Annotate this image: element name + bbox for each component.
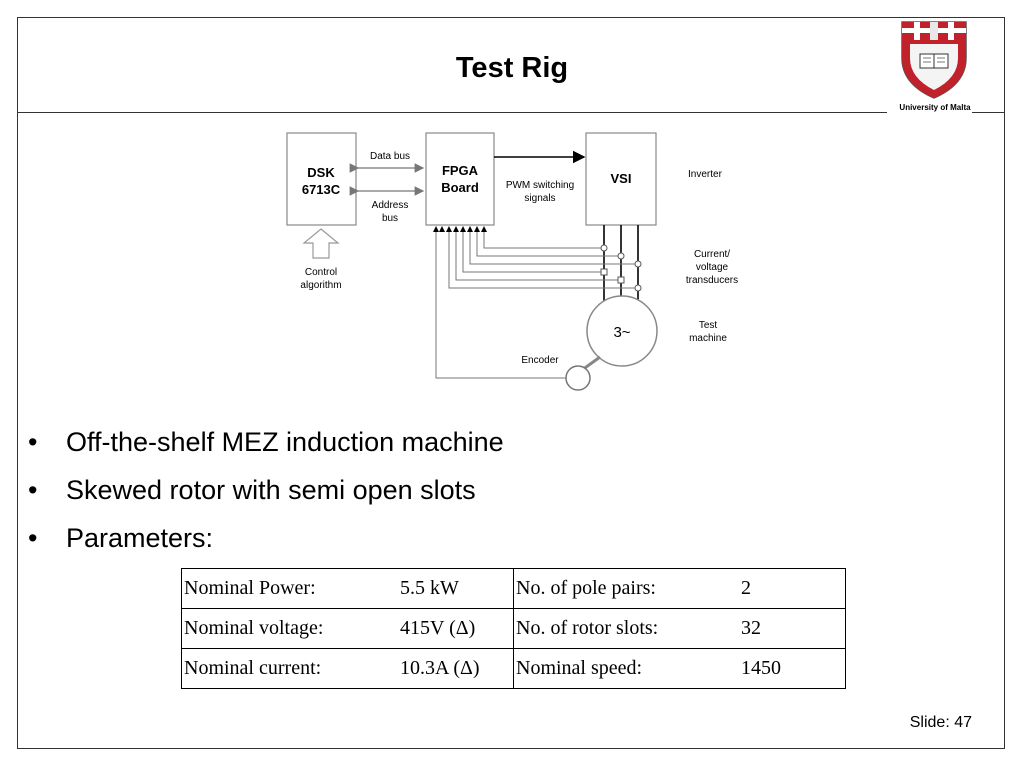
table-cell: Nominal Power: [181, 568, 398, 609]
feedback-signal-lines [448, 230, 638, 289]
table-row: Nominal current: 10.3A (Δ) Nominal speed… [181, 648, 846, 689]
data-bus-label: Data bus [370, 151, 410, 162]
transducers-label-line2: voltage [696, 262, 729, 273]
table-cell: 1450 [739, 648, 846, 689]
control-algorithm-arrow [302, 228, 340, 259]
table-cell: 415V (Δ) [398, 608, 514, 649]
fpga-label-line1: FPGA [442, 163, 479, 178]
header-divider [17, 112, 887, 113]
logo-caption: University of Malta [899, 103, 971, 112]
inverter-label: Inverter [688, 169, 723, 180]
dsk-box [286, 132, 357, 226]
test-machine-label-line1: Test [699, 320, 718, 331]
encoder [565, 365, 591, 391]
table-cell: No. of pole pairs: [513, 568, 739, 609]
bullet-list: •Off-the-shelf MEZ induction machine •Sk… [28, 422, 504, 566]
table-cell: No. of rotor slots: [513, 608, 739, 649]
slide-frame [17, 17, 1005, 749]
feedback-arrowheads [439, 226, 487, 232]
table-cell: Nominal current: [181, 648, 398, 689]
transducers-label-line3: transducers [686, 275, 738, 286]
pwm-label-line2: signals [524, 193, 555, 204]
header-divider-right [972, 112, 1005, 113]
bullet-item: •Skewed rotor with semi open slots [28, 475, 476, 505]
dsk-label-line1: DSK [307, 165, 335, 180]
motor-symbol: 3~ [613, 324, 630, 341]
test-machine-motor [586, 295, 658, 367]
address-bus-label-line2: bus [382, 213, 398, 224]
table-cell: 32 [739, 608, 846, 649]
transducers-label-line1: Current/ [694, 249, 730, 260]
encoder-feedback-line [435, 232, 566, 379]
control-label-line2: algorithm [300, 280, 341, 291]
table-cell: Nominal speed: [513, 648, 739, 689]
slide-title: Test Rig [455, 52, 569, 84]
dsk-label-line2: 6713C [302, 182, 341, 197]
fpga-label-line2: Board [441, 180, 479, 195]
table-cell: Nominal voltage: [181, 608, 398, 649]
table-row: Nominal voltage: 415V (Δ) No. of rotor s… [181, 608, 846, 649]
test-rig-block-diagram: DSK 6713C FPGA Board VSI Data bus Addres… [286, 132, 738, 391]
fpga-box [425, 132, 495, 226]
vsi-box [585, 132, 657, 226]
encoder-label: Encoder [521, 355, 559, 366]
table-row: Nominal Power: 5.5 kW No. of pole pairs:… [181, 568, 846, 609]
pwm-label-line1: PWM switching [506, 180, 574, 191]
table-cell: 5.5 kW [398, 568, 514, 609]
control-label-line1: Control [305, 267, 337, 278]
bullet-item: •Off-the-shelf MEZ induction machine [28, 427, 504, 457]
address-bus-label-line1: Address [372, 200, 409, 211]
bullet-item: •Parameters: [28, 523, 214, 553]
slide-number: Slide: 47 [909, 714, 972, 731]
table-cell: 10.3A (Δ) [398, 648, 514, 689]
transducer-sensors [600, 244, 642, 292]
parameters-table: Nominal Power: 5.5 kW No. of pole pairs:… [181, 568, 846, 689]
university-crest-logo [901, 21, 967, 99]
vsi-label: VSI [611, 171, 632, 186]
test-machine-label-line2: machine [689, 333, 727, 344]
table-cell: 2 [739, 568, 846, 609]
